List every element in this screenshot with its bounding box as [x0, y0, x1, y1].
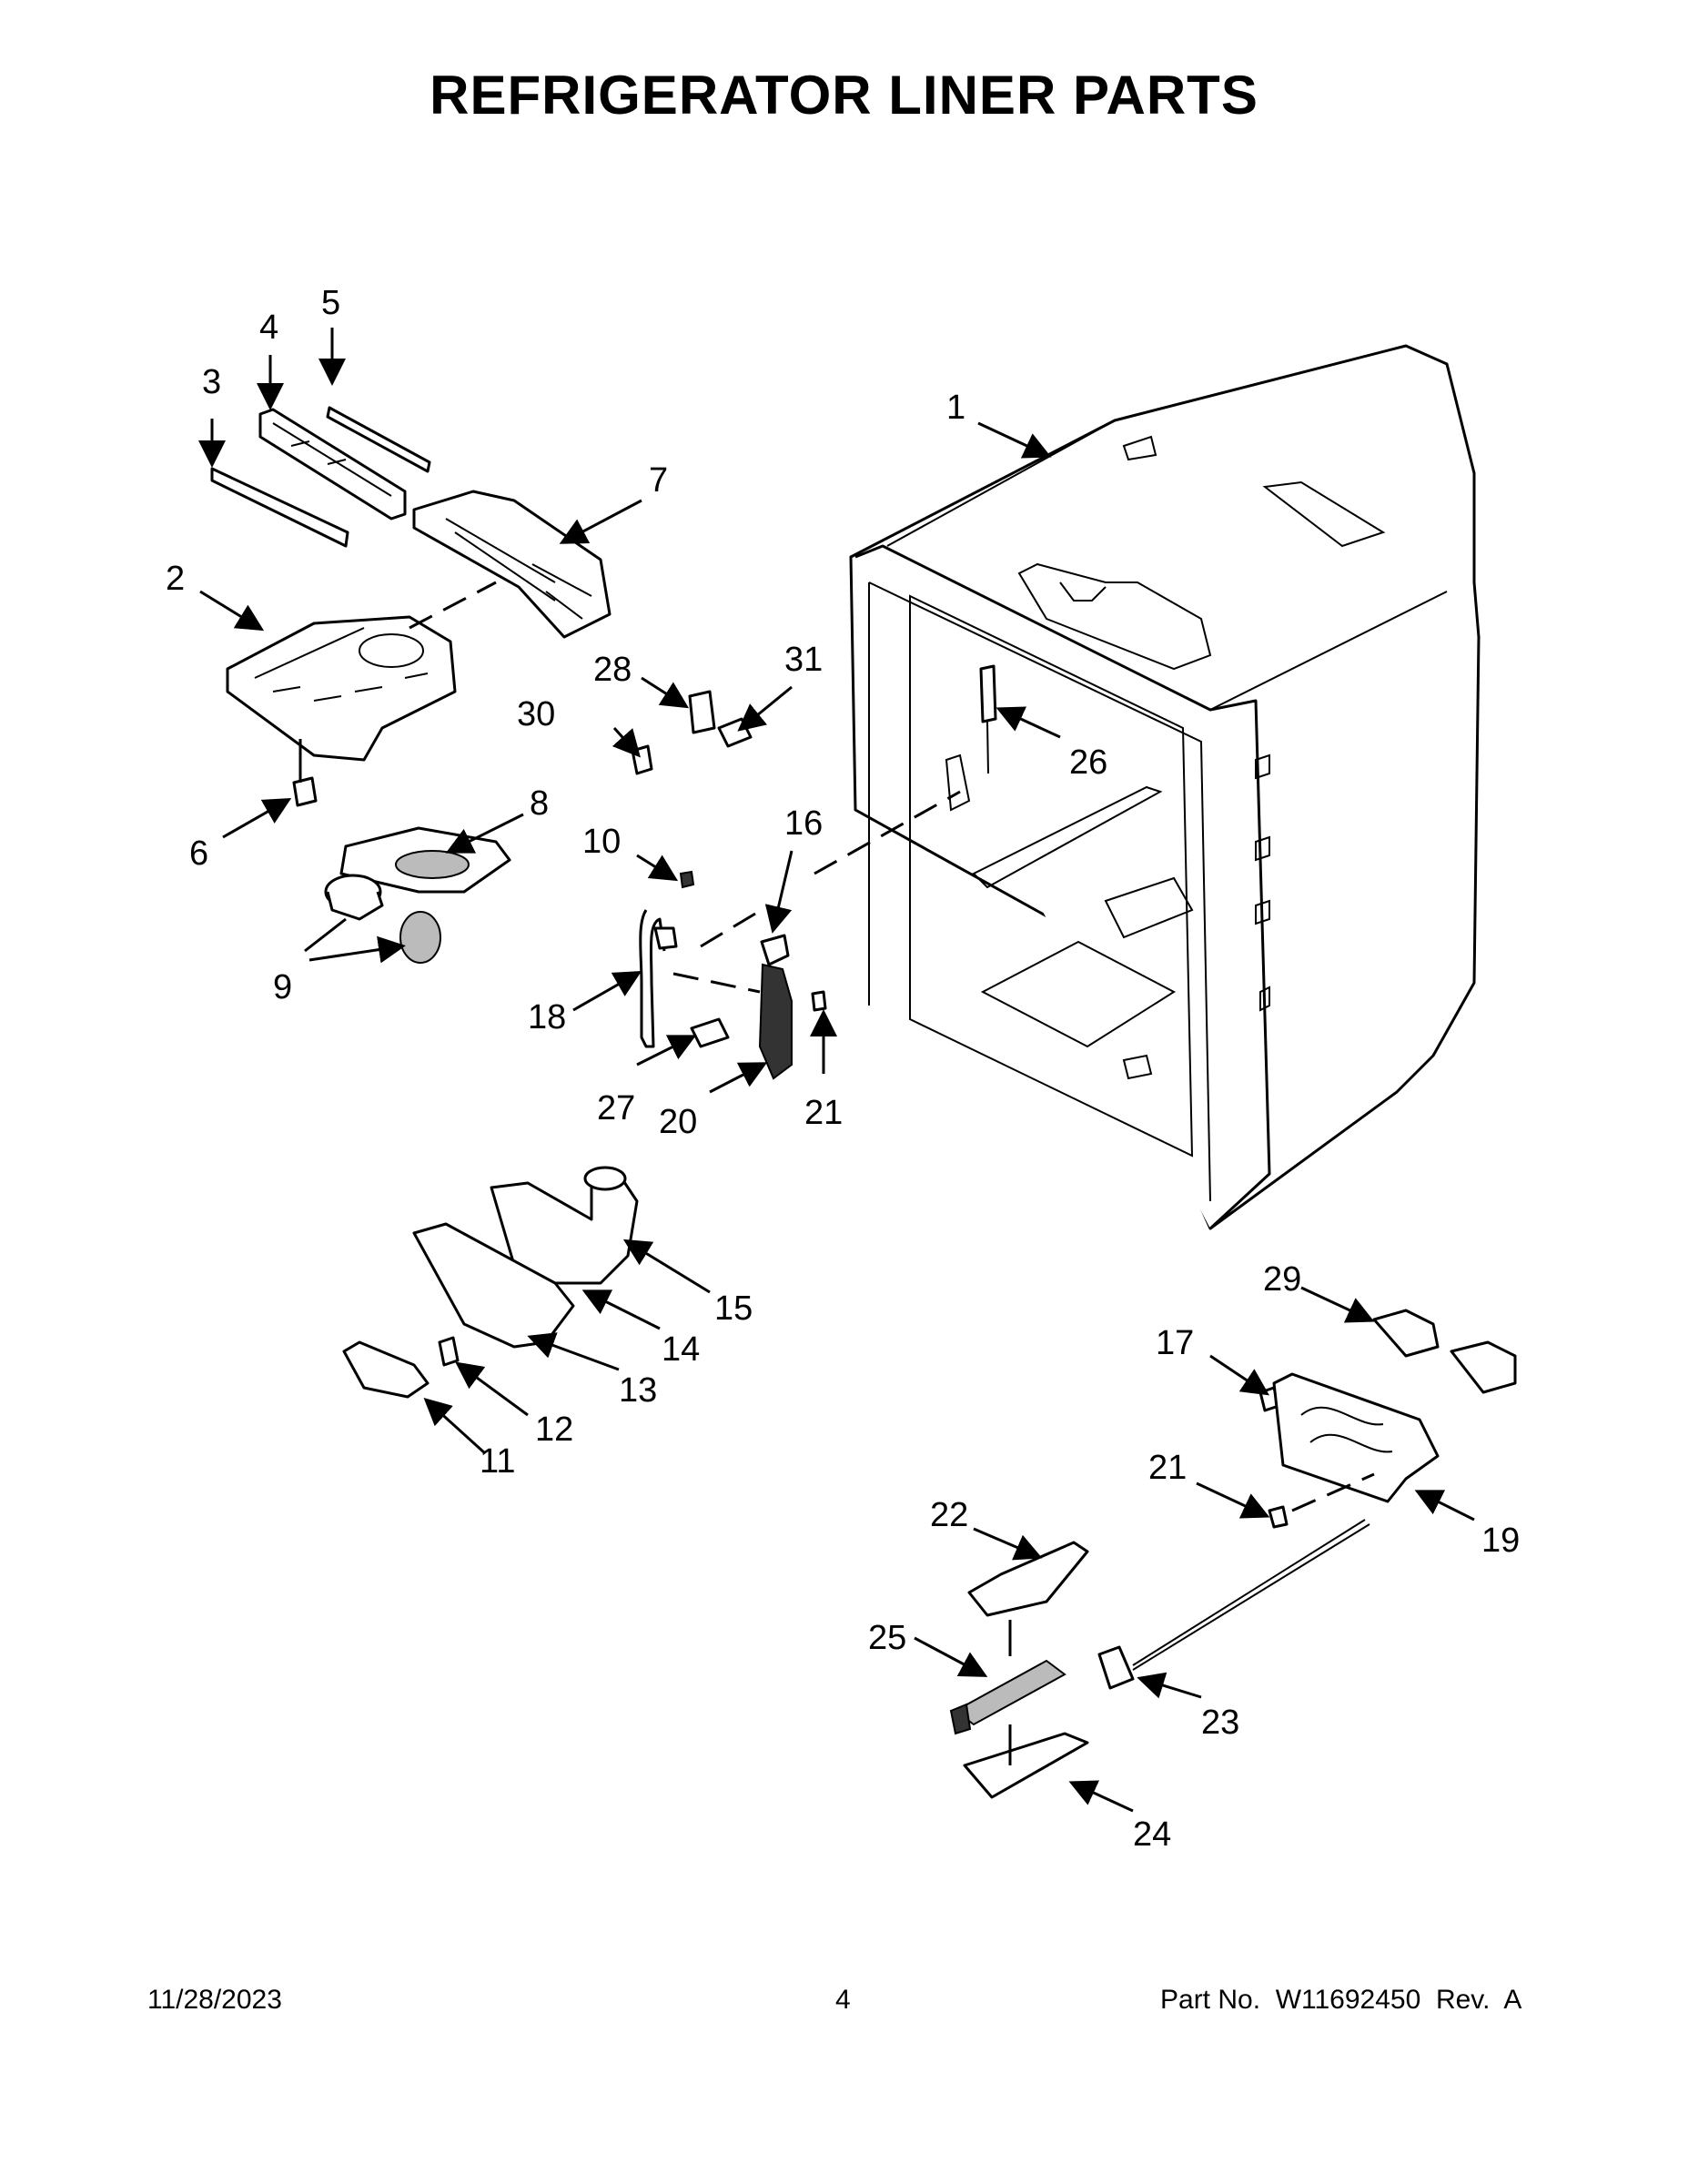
callout-30: 30	[517, 695, 555, 733]
callout-15: 15	[714, 1289, 753, 1328]
callout-11: 11	[480, 1442, 515, 1481]
assembly-lines-dispenser	[672, 790, 961, 994]
callout-18: 18	[528, 998, 566, 1036]
dispenser-cradle	[412, 1222, 575, 1349]
dispenser-trim	[342, 1340, 430, 1399]
callout-25: 25	[868, 1619, 906, 1657]
water-reservoir	[1272, 1372, 1440, 1503]
callout-5: 5	[321, 284, 340, 322]
callout-2: 2	[166, 560, 185, 598]
callout-21b: 21	[1148, 1449, 1187, 1487]
callout-24: 24	[1133, 1815, 1171, 1854]
light-bar	[210, 467, 349, 548]
callout-13: 13	[619, 1371, 657, 1410]
control-housing	[226, 615, 457, 762]
control-bracket	[258, 408, 407, 521]
assembly-line-19	[1291, 1472, 1375, 1512]
callout-17: 17	[1156, 1324, 1194, 1362]
callout-26: 26	[1069, 743, 1107, 782]
callout-22: 22	[930, 1496, 968, 1534]
callout-14: 14	[662, 1330, 700, 1369]
callout-9: 9	[273, 968, 292, 1006]
screw-21a	[811, 990, 827, 1012]
callout-numbers: 1 2 3 4 5 6 7 8 9 10 11 12 13 14 15 16 1…	[166, 284, 1520, 1854]
air-duct-cover	[412, 490, 612, 639]
callout-4: 4	[259, 308, 278, 347]
filter-cartridge	[949, 1659, 1066, 1735]
callout-3: 3	[202, 363, 221, 401]
footer-date: 11/28/2023	[147, 1985, 282, 2015]
switch	[292, 776, 318, 807]
callout-27: 27	[597, 1089, 635, 1127]
callout-31: 31	[784, 641, 823, 679]
callout-16: 16	[784, 804, 823, 843]
callout-6: 6	[189, 834, 208, 873]
tube-retainer	[690, 1017, 730, 1048]
callout-28: 28	[593, 651, 632, 689]
callout-29: 29	[1263, 1260, 1301, 1299]
footer-page-number: 4	[835, 1985, 851, 2015]
page-title: REFRIGERATOR LINER PARTS	[430, 65, 1258, 126]
callout-1: 1	[946, 389, 965, 427]
callout-23: 23	[1201, 1704, 1239, 1742]
light-cover	[326, 406, 431, 473]
callout-10: 10	[582, 823, 621, 861]
footer-part-number: Part No. W11692450 Rev. A	[1160, 1985, 1522, 2015]
screw-21b	[1268, 1505, 1289, 1529]
callout-7: 7	[649, 461, 668, 500]
filter-housing-door	[963, 1732, 1089, 1799]
water-tube	[639, 909, 678, 1048]
thermistor-clip	[679, 870, 695, 889]
callout-21a: 21	[804, 1094, 843, 1132]
screw-12	[438, 1336, 460, 1367]
tube-clip	[760, 934, 790, 966]
drain-heater-bracket	[1372, 1309, 1517, 1394]
callout-12: 12	[535, 1410, 573, 1449]
sensor-bracket	[688, 690, 716, 734]
callout-19: 19	[1481, 1522, 1520, 1560]
dispenser-housing	[758, 963, 793, 1080]
filter-wiring	[1097, 1519, 1370, 1690]
refrigerator-liner	[849, 344, 1481, 1230]
thermistor	[979, 664, 997, 774]
callout-8: 8	[530, 784, 549, 823]
filter-head	[967, 1541, 1089, 1617]
assembly-line-2-7	[409, 581, 497, 630]
leader-arrows	[198, 328, 1475, 1813]
callout-20: 20	[659, 1103, 697, 1141]
